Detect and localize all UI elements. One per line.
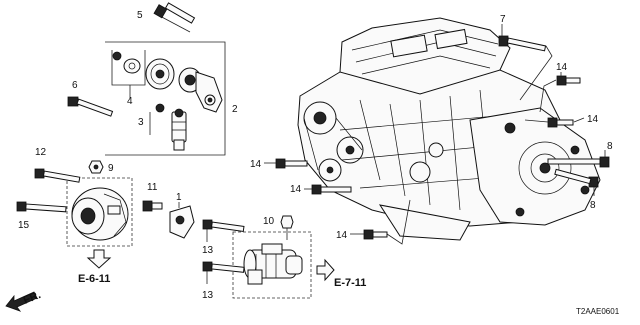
starter-motor <box>243 243 303 285</box>
bolt-11 <box>142 200 163 212</box>
bolt-13-lower <box>202 261 245 273</box>
bolt-14-d <box>304 184 352 195</box>
auto-tensioner <box>178 67 223 113</box>
callout-14-e: 14 <box>336 230 348 241</box>
washer-4 <box>123 58 141 74</box>
bolt-14-b <box>524 117 585 128</box>
bolt-4-head <box>112 51 122 61</box>
tensioner-group <box>67 2 226 156</box>
starter-reference-label: E-7-11 <box>334 277 366 289</box>
callout-15: 15 <box>18 220 30 231</box>
starter-frame <box>232 231 312 299</box>
bolt-12 <box>34 168 81 183</box>
callout-7: 7 <box>500 14 506 25</box>
starter-ref-arrow <box>316 258 335 282</box>
diagram-code: T2AAE0601 <box>576 307 620 316</box>
front-direction-label: FR. <box>22 289 43 307</box>
callout-12: 12 <box>35 147 47 158</box>
callout-14-b: 14 <box>587 114 599 125</box>
idler-pulley <box>145 58 175 90</box>
callout-2: 2 <box>232 104 238 115</box>
bolt-10 <box>280 215 294 240</box>
callout-9: 9 <box>108 163 114 174</box>
alternator-reference-label: E-6-11 <box>78 273 110 285</box>
callout-14-c: 14 <box>250 159 262 170</box>
callout-labels: 5 7 14 6 4 2 3 14 14 14 8 8 12 9 11 1 15… <box>18 10 613 301</box>
callout-13-b: 13 <box>202 290 214 301</box>
tensioner-damper <box>171 108 187 151</box>
callout-13-a: 13 <box>202 245 214 256</box>
bolt-8-upper <box>547 150 610 168</box>
callout-8-a: 8 <box>607 141 613 152</box>
bolt-6 <box>67 96 114 117</box>
bolt-5 <box>153 2 196 33</box>
callout-14-a: 14 <box>556 62 568 73</box>
bolt-14-c <box>264 158 308 169</box>
bolt-13-upper <box>202 219 245 232</box>
callout-6: 6 <box>72 80 78 91</box>
bolt-14-a <box>539 72 581 113</box>
alternator-group <box>16 160 195 269</box>
bolt-14-e <box>350 199 411 245</box>
bolt-7 <box>498 24 553 101</box>
callout-8-b: 8 <box>590 200 596 211</box>
callout-14-d: 14 <box>290 184 302 195</box>
bolt-15 <box>16 201 67 213</box>
engine-assembly <box>297 17 601 241</box>
front-direction-arrow <box>5 291 38 312</box>
callout-4: 4 <box>127 96 133 107</box>
mounting-bolts <box>264 24 610 245</box>
callout-11: 11 <box>147 182 158 193</box>
callout-10: 10 <box>263 216 275 227</box>
alternator-ref-arrow <box>86 249 112 269</box>
callout-3: 3 <box>138 117 144 128</box>
bracket-1 <box>169 205 195 239</box>
bolt-8-lower <box>554 168 599 196</box>
callout-1: 1 <box>176 192 182 203</box>
starter-group <box>202 215 335 299</box>
alternator-frame <box>66 177 133 247</box>
nut-9 <box>88 160 104 174</box>
alternator <box>71 187 129 241</box>
callout-5: 5 <box>137 10 143 21</box>
